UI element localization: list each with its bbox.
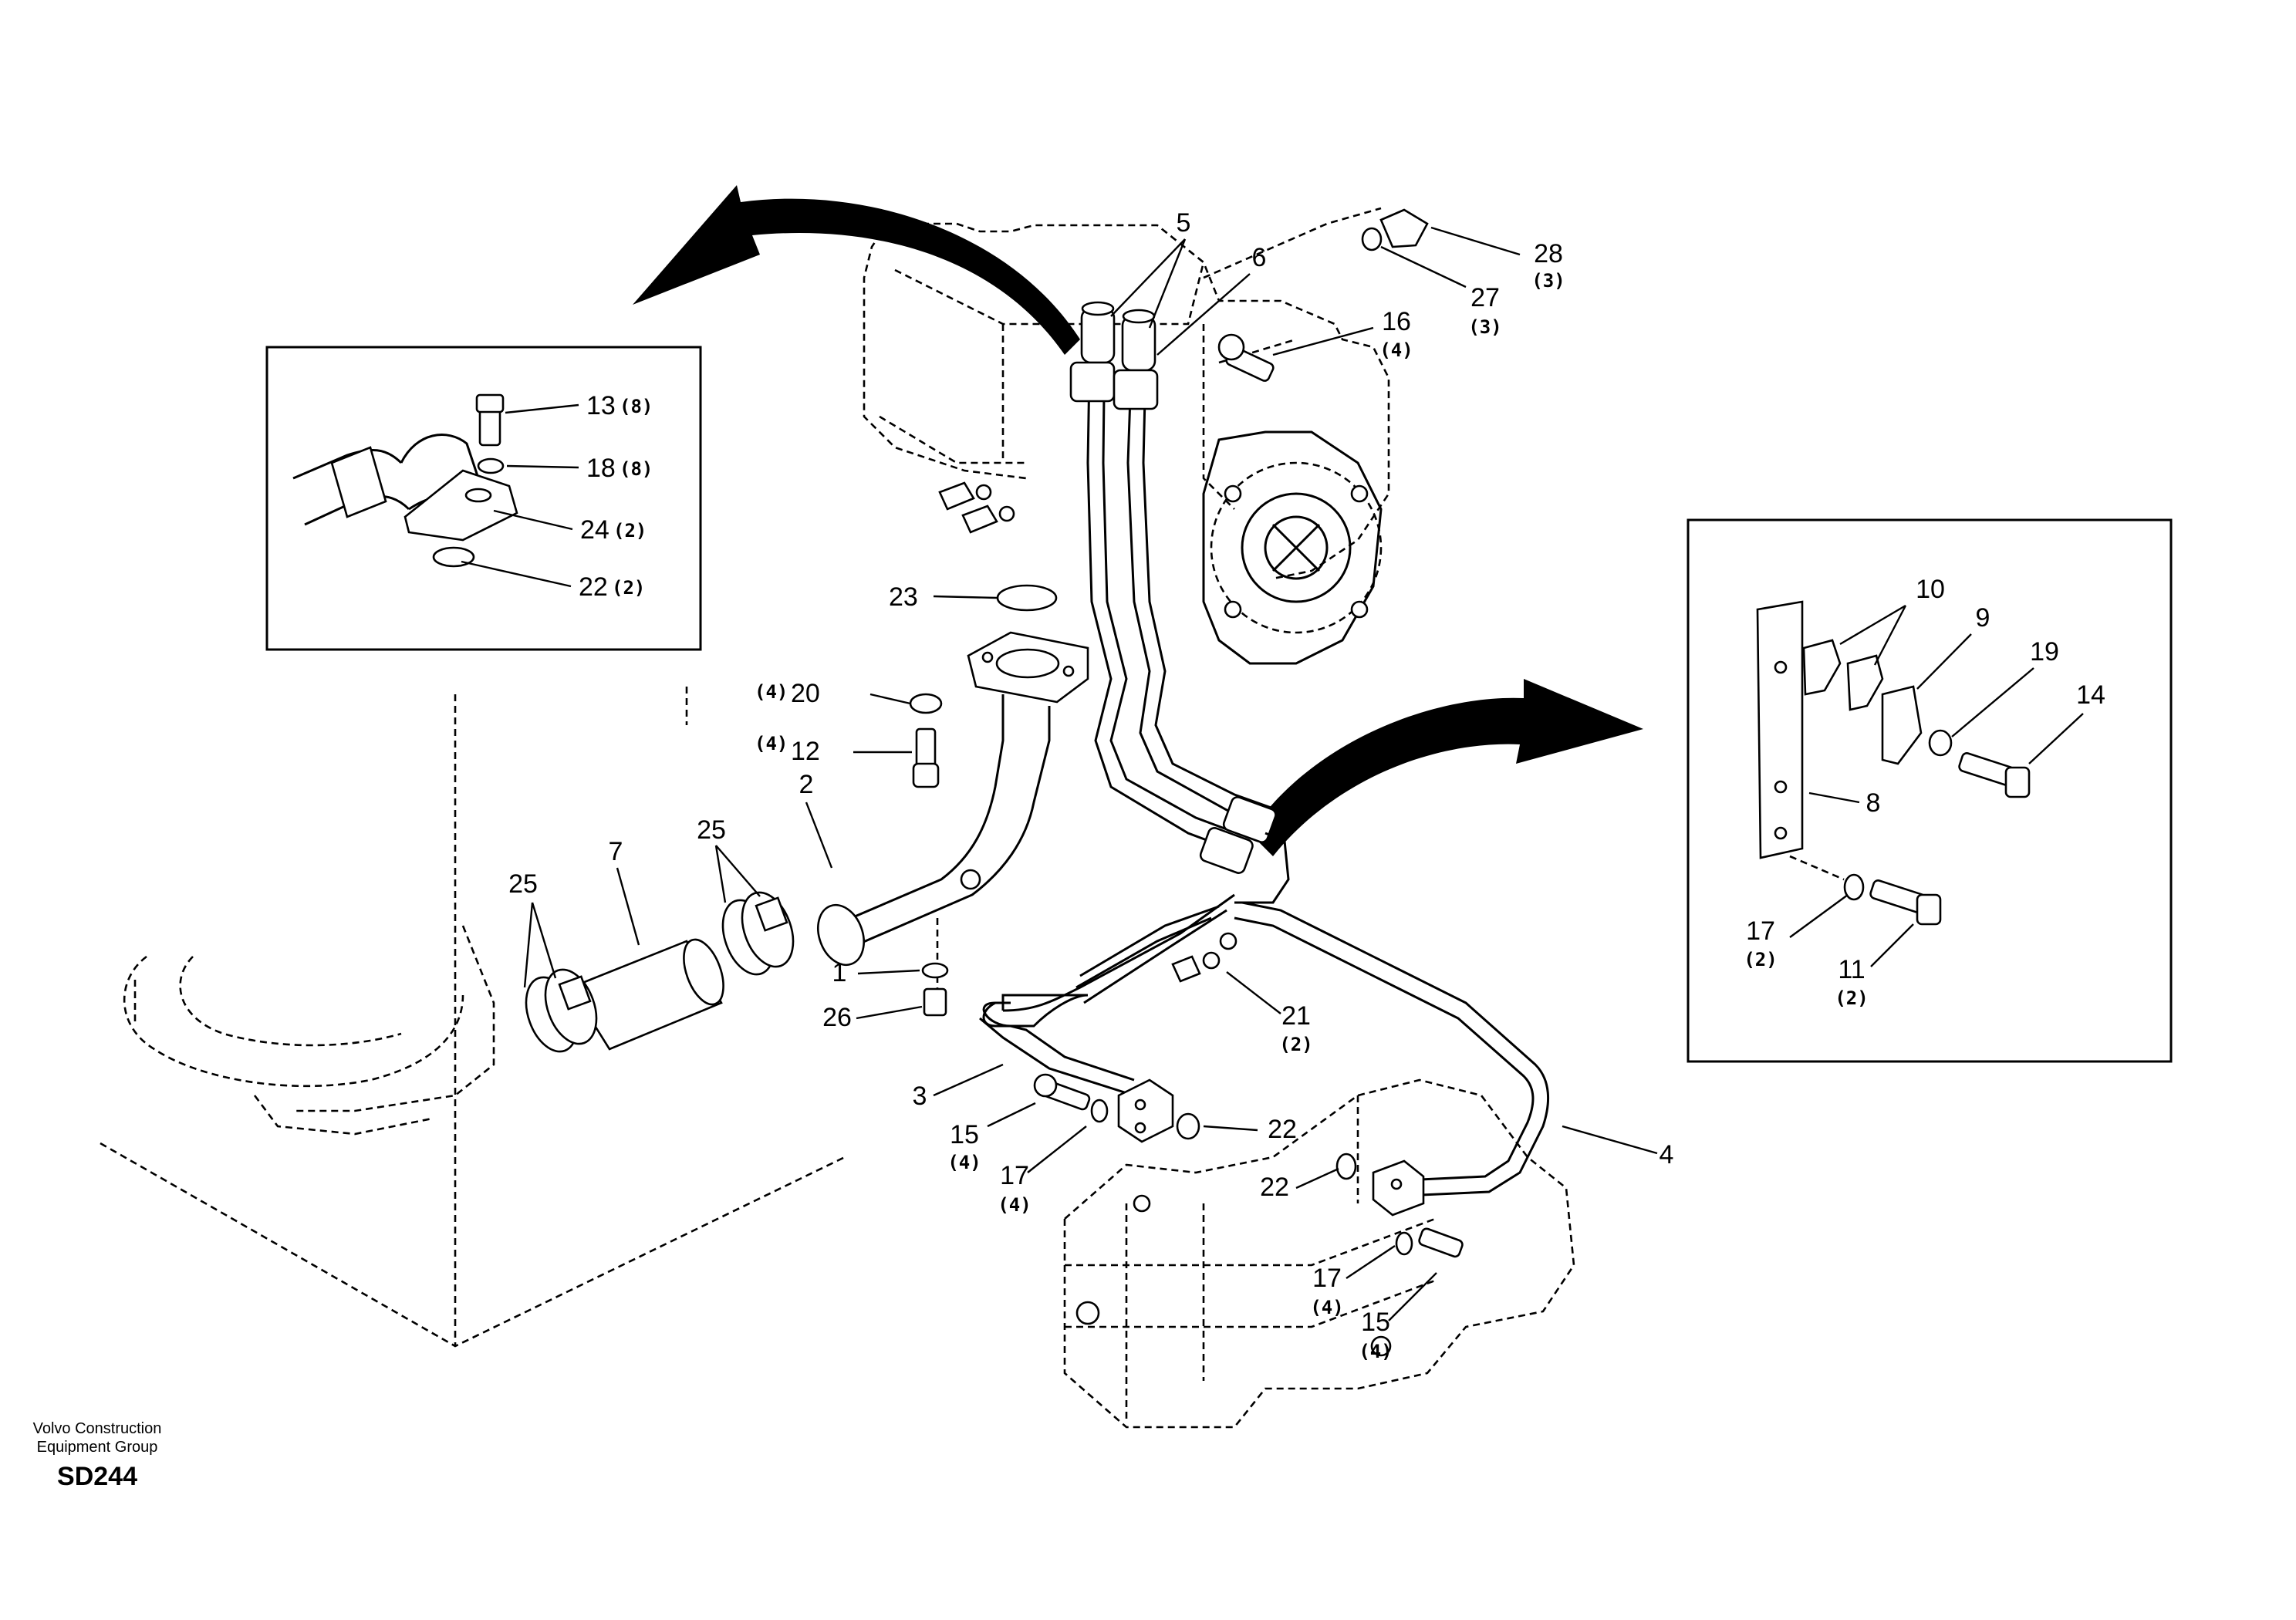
callout-18-qty: (8) (620, 458, 653, 480)
callout-17-right: 17 (1312, 1264, 1342, 1293)
footer: Volvo Construction Equipment Group SD244 (33, 1420, 162, 1491)
callout-7: 7 (609, 837, 623, 866)
callout-17-left: 17 (1000, 1161, 1029, 1190)
callout-27: 27 (1470, 283, 1500, 312)
callout-1: 1 (832, 958, 847, 987)
callout-3: 3 (913, 1082, 927, 1111)
small-hardware (909, 208, 1464, 1258)
callout-10: 10 (1916, 575, 1945, 604)
callout-17-right-qty: (4) (1310, 1297, 1343, 1318)
footer-company-line1: Volvo Construction (33, 1420, 162, 1437)
curved-arrow-left (633, 185, 1080, 355)
callout-17-inset: 17 (1746, 916, 1775, 946)
callout-26: 26 (822, 1003, 852, 1032)
callout-15-left: 15 (950, 1120, 979, 1149)
callout-4: 4 (1660, 1140, 1674, 1169)
suction-pipe-assembly (525, 631, 1089, 1053)
callout-24: 24 (580, 515, 609, 545)
callout-22-right: 22 (1260, 1173, 1289, 1202)
callout-28-qty: (3) (1531, 270, 1565, 292)
callout-28: 28 (1534, 239, 1563, 268)
callout-17-inset-qty: (2) (1744, 949, 1777, 970)
callout-22-inset-qty: (2) (612, 577, 645, 599)
callout-22-lower: 22 (1268, 1115, 1297, 1144)
leader-lines (461, 226, 2084, 1321)
callout-labels: 5 6 28 (3) 27 (3) 16 (4) 13 (8) 18 (8) 2… (508, 208, 2105, 1362)
hoses-5-6 (1069, 301, 1290, 904)
callout-17-left-qty: (4) (998, 1194, 1031, 1216)
callout-14: 14 (2076, 680, 2105, 710)
hydraulic-pump-outline (863, 207, 1390, 665)
hose-clamps (525, 891, 795, 1053)
callout-24-qty: (2) (613, 520, 647, 542)
callout-13: 13 (586, 391, 616, 420)
callout-20: 20 (791, 679, 820, 708)
callout-21-qty: (2) (1279, 1034, 1312, 1055)
callout-15-left-qty: (4) (947, 1152, 981, 1173)
callout-2: 2 (799, 770, 814, 799)
callout-12: 12 (791, 737, 820, 766)
callout-25-right: 25 (697, 815, 726, 845)
callout-22-inset: 22 (579, 572, 608, 602)
inset-box-right (1687, 518, 2173, 1063)
engine-outline (100, 687, 939, 1348)
callout-6: 6 (1252, 243, 1267, 272)
curved-arrow-right (1250, 679, 1643, 856)
callout-11-qty: (2) (1835, 987, 1868, 1009)
callout-25-left: 25 (508, 869, 538, 899)
callout-18: 18 (586, 454, 616, 483)
inset-box-left (265, 346, 702, 651)
footer-company-line2: Equipment Group (37, 1439, 158, 1456)
callout-13-qty: (8) (620, 396, 653, 417)
callout-8: 8 (1866, 788, 1881, 818)
inset-bracket-detail (1687, 518, 2173, 1063)
callout-19: 19 (2030, 637, 2059, 667)
callout-9: 9 (1976, 603, 1990, 633)
drawing-code: SD244 (57, 1462, 137, 1491)
callout-27-qty: (3) (1468, 316, 1501, 338)
callout-15-right: 15 (1361, 1308, 1390, 1337)
callout-11: 11 (1838, 955, 1865, 984)
callout-12-qty: (4) (755, 733, 788, 754)
inset-flange-detail (265, 346, 702, 651)
callout-16: 16 (1382, 307, 1411, 336)
callout-23: 23 (889, 582, 918, 612)
callout-5: 5 (1177, 208, 1191, 238)
callout-21: 21 (1281, 1001, 1311, 1031)
callout-15-right-qty: (4) (1359, 1341, 1392, 1362)
pipes-3-4 (979, 893, 1550, 1217)
control-valve-outline (1063, 1078, 1575, 1429)
callout-16-qty: (4) (1379, 339, 1413, 361)
callout-20-qty: (4) (755, 681, 788, 703)
